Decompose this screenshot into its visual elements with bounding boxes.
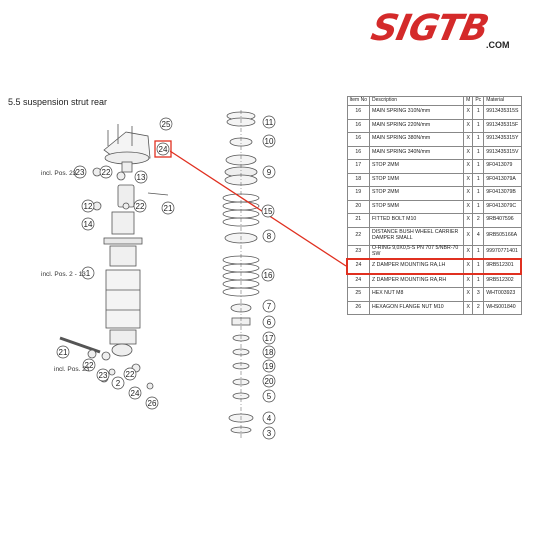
svg-text:1: 1	[86, 269, 91, 278]
callout-7: 7	[262, 299, 276, 313]
svg-text:18: 18	[265, 348, 274, 357]
svg-text:16: 16	[264, 271, 273, 280]
brand-logo-suffix: .COM	[486, 40, 510, 50]
header-m: M	[463, 96, 474, 106]
callout-12: 12	[81, 199, 95, 213]
incl-labels: incl. Pos. 23 incl. Pos. 2 - 13 incl. Po…	[41, 170, 90, 373]
callout-3: 3	[262, 426, 276, 440]
callout-25: 25	[159, 117, 173, 131]
callout-17: 17	[262, 331, 276, 345]
callout-23: 23	[73, 165, 87, 179]
svg-text:22: 22	[136, 202, 145, 211]
svg-text:26: 26	[148, 399, 157, 408]
callout-leader-line	[169, 150, 347, 267]
svg-text:22: 22	[85, 361, 94, 370]
callout-26: 26	[145, 396, 159, 410]
header-item-no: Item No	[346, 96, 371, 106]
header-description: Description	[369, 96, 465, 106]
svg-text:5: 5	[267, 392, 272, 401]
callout-5: 5	[262, 389, 276, 403]
callouts-right: 11 10 9 15 8 16 7 6 17 18 19 20 5 4 3	[261, 115, 276, 440]
callout-23b: 23	[96, 368, 110, 382]
callout-22b: 22	[133, 199, 147, 213]
callout-21: 21	[161, 201, 175, 215]
callout-16: 16	[261, 268, 275, 282]
svg-text:23: 23	[99, 371, 108, 380]
callouts-left: 25 24 23 22 13 12 22 21 14 1 21 22 22 23…	[56, 117, 175, 410]
svg-text:19: 19	[265, 362, 274, 371]
callout-21b: 21	[56, 345, 70, 359]
incl-label-23-top: incl. Pos. 23	[41, 170, 77, 177]
svg-text:2: 2	[116, 379, 121, 388]
incl-label-23-bottom: incl. Pos. 23	[54, 366, 90, 373]
callout-highlight-box	[154, 140, 172, 158]
svg-text:13: 13	[137, 173, 146, 182]
callout-19: 19	[262, 359, 276, 373]
callout-24b: 24	[128, 386, 142, 400]
svg-text:7: 7	[267, 302, 272, 311]
callout-14: 14	[81, 217, 95, 231]
svg-text:11: 11	[265, 118, 274, 127]
svg-text:21: 21	[59, 348, 68, 357]
callout-2: 2	[111, 376, 125, 390]
callout-8: 8	[262, 229, 276, 243]
incl-label-2-13: incl. Pos. 2 - 13	[41, 271, 86, 278]
callout-4: 4	[262, 411, 276, 425]
callout-22: 22	[99, 165, 113, 179]
svg-text:23: 23	[76, 168, 85, 177]
callout-24: 24	[156, 142, 170, 156]
callout-13: 13	[134, 170, 148, 184]
callout-6: 6	[262, 315, 276, 329]
svg-text:14: 14	[84, 220, 93, 229]
svg-text:24: 24	[131, 389, 140, 398]
svg-text:15: 15	[264, 207, 273, 216]
svg-text:10: 10	[265, 137, 274, 146]
header-pc: Pc	[472, 96, 485, 106]
svg-text:6: 6	[267, 318, 272, 327]
svg-text:22: 22	[126, 370, 135, 379]
callout-20: 20	[262, 374, 276, 388]
svg-text:22: 22	[102, 168, 111, 177]
svg-text:4: 4	[267, 414, 272, 423]
svg-text:25: 25	[162, 120, 171, 129]
header-material: Material	[483, 96, 522, 106]
callout-15: 15	[261, 204, 275, 218]
callout-9: 9	[262, 165, 276, 179]
svg-text:12: 12	[84, 202, 93, 211]
svg-text:8: 8	[267, 232, 272, 241]
svg-text:17: 17	[265, 334, 274, 343]
callout-11: 11	[262, 115, 276, 129]
callout-22c: 22	[82, 358, 96, 372]
svg-text:21: 21	[164, 204, 173, 213]
svg-text:9: 9	[267, 168, 272, 177]
svg-text:20: 20	[265, 377, 274, 386]
callout-18: 18	[262, 345, 276, 359]
callout-22d: 22	[123, 367, 137, 381]
svg-text:3: 3	[267, 429, 272, 438]
callout-10: 10	[262, 134, 276, 148]
table-header-row: Item No Description M Pc Material	[346, 96, 522, 106]
section-title: 5.5 suspension strut rear	[8, 97, 108, 107]
callout-1: 1	[81, 266, 95, 280]
svg-text:24: 24	[159, 145, 168, 154]
